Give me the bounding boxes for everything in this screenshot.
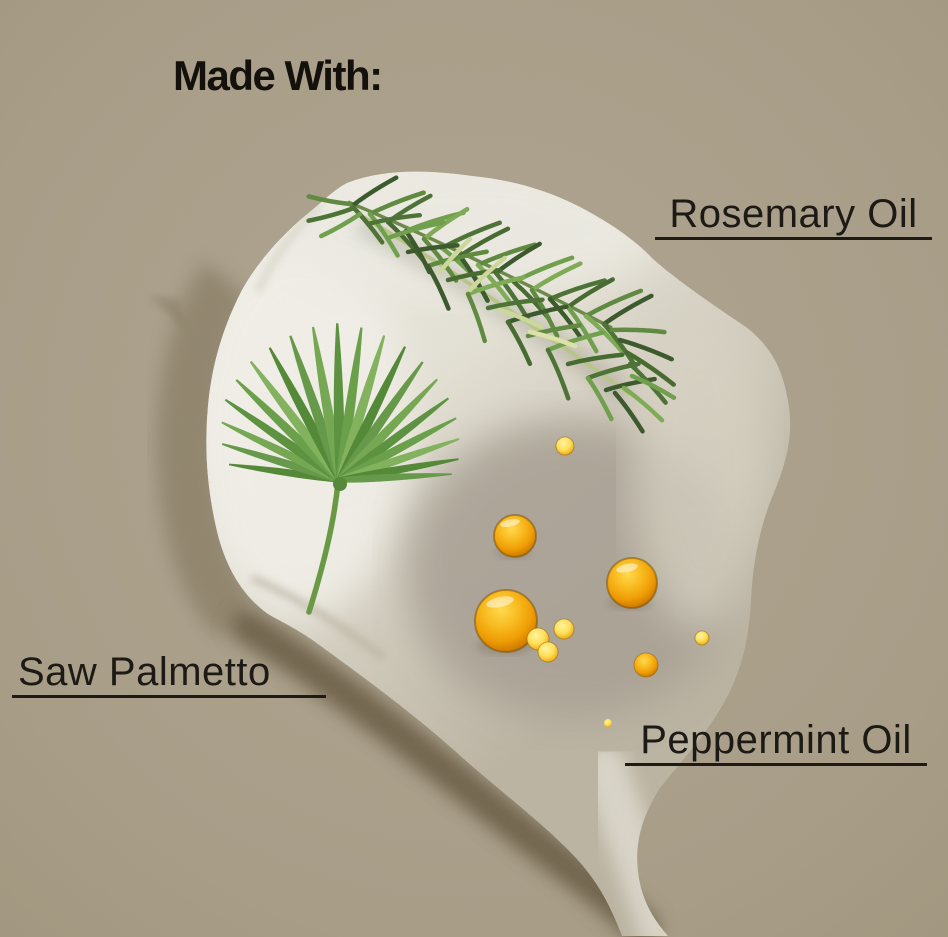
label-saw-palmetto-text: Saw Palmetto	[18, 650, 271, 694]
label-rosemary-oil-text: Rosemary Oil	[669, 192, 918, 236]
label-peppermint-oil-text: Peppermint Oil	[640, 718, 912, 762]
saw-palmetto-leaf-image	[219, 323, 461, 615]
rosemary-sprig-image	[308, 178, 674, 435]
page-title: Made With:	[173, 52, 383, 99]
oil-droplets-image	[474, 436, 710, 727]
label-saw-palmetto: Saw Palmetto	[12, 649, 326, 698]
label-rosemary-oil: Rosemary Oil	[655, 191, 932, 240]
label-peppermint-oil: Peppermint Oil	[625, 717, 927, 766]
